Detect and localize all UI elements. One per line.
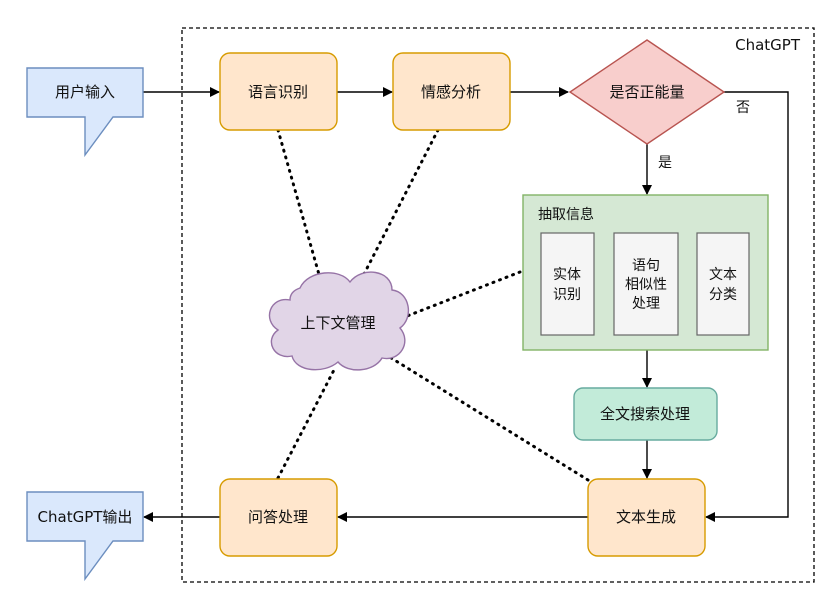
language-recognition-box bbox=[219, 52, 338, 131]
text-classification-line2: 分类 bbox=[709, 287, 737, 303]
edge-label-no: 否 bbox=[736, 100, 750, 116]
chatgpt-output-callout bbox=[26, 491, 144, 582]
sentence-similarity-line1: 语句 bbox=[632, 258, 660, 274]
qa-processing-label: 问答处理 bbox=[248, 508, 308, 526]
text-classification-box bbox=[696, 232, 750, 336]
edge-label-yes: 是 bbox=[658, 155, 672, 171]
text-generation-label: 文本生成 bbox=[616, 508, 676, 526]
qa-processing-box bbox=[219, 478, 338, 557]
sentiment-analysis-label: 情感分析 bbox=[421, 83, 481, 101]
chatgpt-output-label: ChatGPT输出 bbox=[38, 508, 133, 526]
sentiment-analysis-box bbox=[392, 52, 511, 131]
language-recognition-label: 语言识别 bbox=[248, 83, 308, 101]
flow-arrows bbox=[143, 87, 789, 522]
context-management-cloud bbox=[268, 271, 410, 371]
sentence-similarity-box bbox=[613, 232, 679, 336]
positive-energy-decision bbox=[568, 39, 726, 145]
entity-recognition-line2: 识别 bbox=[553, 287, 581, 303]
extract-info-label: 抽取信息 bbox=[538, 206, 594, 223]
chatgpt-container bbox=[181, 27, 815, 583]
user-input-callout bbox=[26, 67, 144, 158]
fulltext-search-label: 全文搜索处理 bbox=[600, 405, 690, 423]
entity-recognition-line1: 实体 bbox=[553, 267, 581, 283]
text-classification-line1: 文本 bbox=[709, 267, 737, 283]
container-title: ChatGPT bbox=[735, 36, 801, 54]
context-management-label: 上下文管理 bbox=[300, 314, 375, 332]
user-input-label: 用户输入 bbox=[55, 83, 115, 101]
sentence-similarity-line2: 相似性 bbox=[625, 277, 667, 293]
context-links bbox=[276, 128, 590, 482]
text-generation-box bbox=[587, 478, 706, 557]
fulltext-search-box bbox=[573, 387, 718, 441]
sentence-similarity-line3: 处理 bbox=[632, 296, 660, 312]
positive-energy-label: 是否正能量 bbox=[609, 83, 684, 101]
entity-recognition-box bbox=[540, 232, 595, 336]
